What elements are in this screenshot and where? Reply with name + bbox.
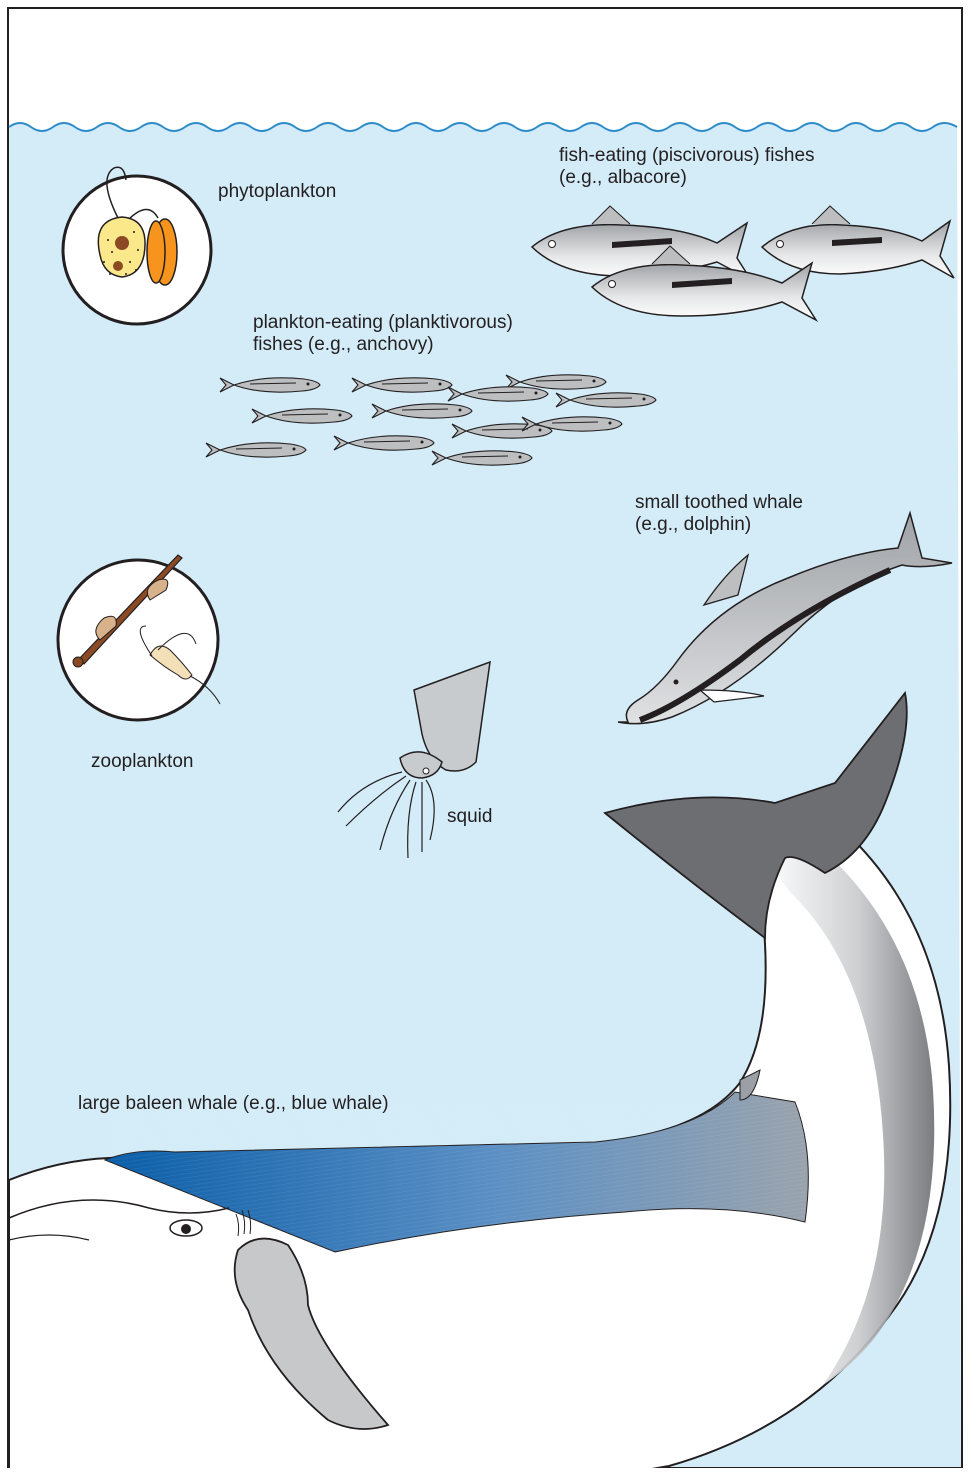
phytoplankton-label: phytoplankton — [218, 181, 336, 203]
dolphin-label: small toothed whale (e.g., dolphin) — [635, 492, 803, 536]
planktivorous-label-line1: plankton-eating (planktivorous) — [253, 312, 513, 334]
piscivorous-label-line2: (e.g., albacore) — [559, 167, 815, 189]
squid-label: squid — [447, 806, 492, 828]
dolphin-label-line2: (e.g., dolphin) — [635, 514, 803, 536]
dolphin-label-line1: small toothed whale — [635, 492, 803, 514]
baleen-whale-label: large baleen whale (e.g., blue whale) — [78, 1093, 389, 1115]
piscivorous-fishes-label: fish-eating (piscivorous) fishes (e.g., … — [559, 145, 815, 189]
planktivorous-label-line2: fishes (e.g., anchovy) — [253, 334, 513, 356]
piscivorous-label-line1: fish-eating (piscivorous) fishes — [559, 145, 815, 167]
zooplankton-label: zooplankton — [91, 751, 193, 773]
planktivorous-fishes-label: plankton-eating (planktivorous) fishes (… — [253, 312, 513, 356]
